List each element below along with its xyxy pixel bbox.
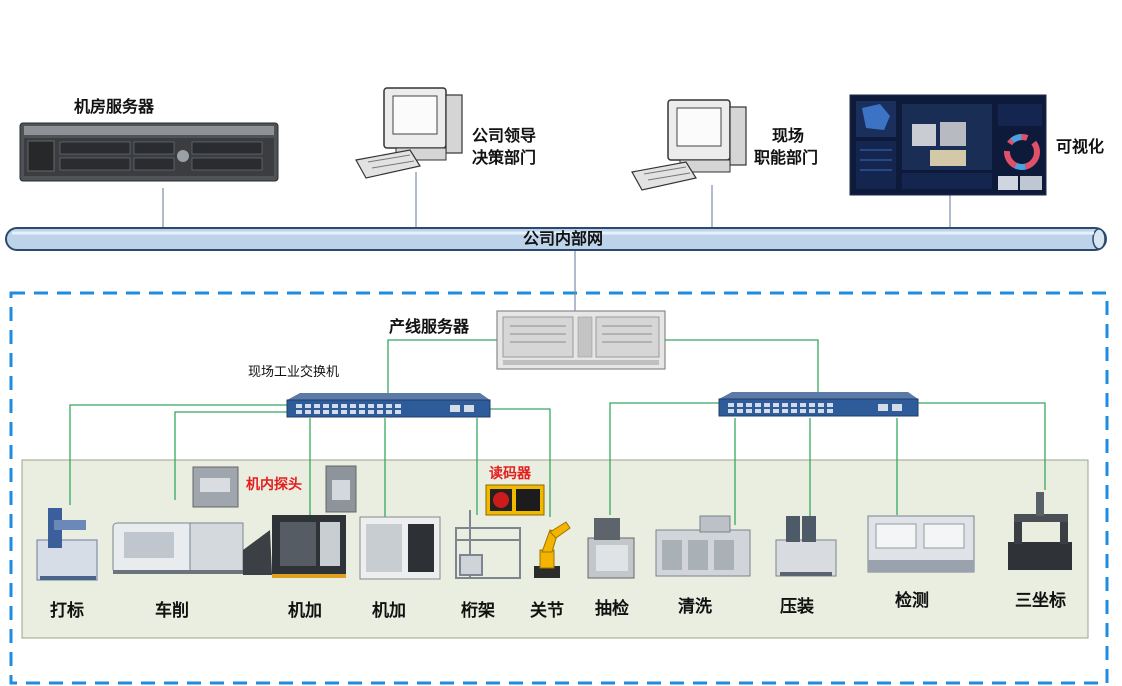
station-label-machining-2: 机加	[372, 601, 406, 621]
rack-server-icon	[19, 122, 279, 182]
field-computer-icon	[631, 99, 747, 191]
field-network-lines	[69, 339, 1046, 525]
machining-center-2-icon	[359, 516, 441, 580]
station-label-cmm: 三坐标	[1015, 591, 1066, 611]
sampling-inspection-icon	[587, 518, 635, 579]
field-dept-label-line1: 现场	[772, 126, 805, 145]
intranet-drop-lines	[162, 172, 951, 312]
visualization-dashboard-icon	[849, 94, 1047, 196]
station-label-detection: 检测	[895, 591, 929, 611]
washing-machine-icon	[655, 515, 751, 577]
line-server-icon	[496, 310, 666, 370]
barcode-reader-icon	[485, 484, 545, 516]
right-switch-icon	[718, 392, 919, 417]
probe-thumbnail-icon	[192, 465, 357, 513]
server-room-label: 机房服务器	[74, 97, 155, 116]
left-switch-icon	[286, 393, 491, 418]
leadership-label-line2: 决策部门	[472, 148, 537, 167]
lathe-machine-icon	[112, 522, 272, 575]
station-label-washing: 清洗	[678, 597, 712, 617]
station-label-marking: 打标	[50, 601, 84, 621]
station-label-turning: 车削	[155, 601, 189, 621]
field-dept-label-line2: 职能部门	[754, 148, 819, 167]
press-fit-machine-icon	[775, 516, 837, 577]
station-label-gantry: 桁架	[461, 601, 495, 621]
line-server-label: 产线服务器	[389, 317, 470, 336]
reader-label: 读码器	[489, 466, 531, 482]
probe-label: 机内探头	[246, 477, 302, 493]
robot-arm-icon	[534, 521, 571, 578]
visualization-label: 可视化	[1056, 137, 1105, 156]
station-label-sampling: 抽检	[595, 599, 629, 619]
production-line-boundary	[9, 291, 1109, 685]
leadership-computer-icon	[355, 87, 463, 179]
field-switch-label: 现场工业交换机	[248, 365, 340, 380]
machining-center-1-icon	[272, 515, 346, 578]
cmm-machine-icon	[1008, 492, 1072, 570]
intranet-pipe	[5, 227, 1107, 251]
station-label-joint: 关节	[530, 601, 564, 621]
station-label-machining-1: 机加	[288, 601, 322, 621]
detection-station-icon	[867, 515, 975, 573]
leadership-label-line1: 公司领导	[472, 126, 537, 145]
intranet-label: 公司内部网	[523, 229, 604, 248]
marking-machine-icon	[36, 508, 98, 581]
station-label-press-fit: 压装	[780, 597, 814, 617]
gantry-machine-icon	[455, 510, 521, 579]
